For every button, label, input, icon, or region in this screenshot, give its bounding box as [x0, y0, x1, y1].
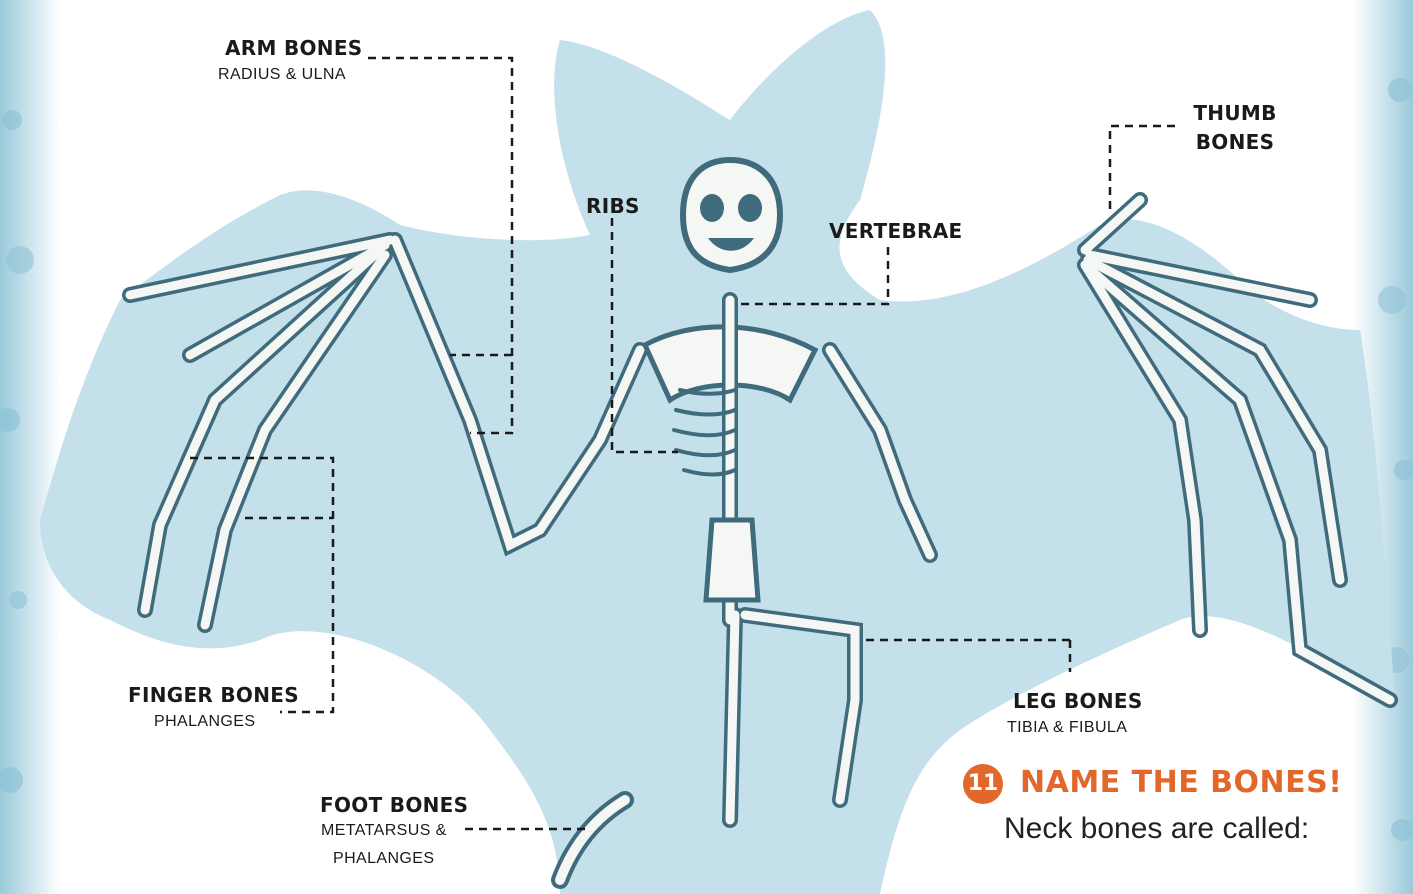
arm-bones-label: ARM BONES: [225, 36, 363, 60]
thumb-bones-label-line1: THUMB: [1175, 101, 1295, 125]
quiz-number-badge: 11: [963, 764, 1003, 804]
foot-bones-sublabel-line2: PHALANGES: [333, 850, 434, 868]
vertebrae-label: VERTEBRAE: [829, 219, 962, 243]
foot-bones-sublabel-line1: METATARSUS &: [321, 822, 447, 840]
skull: [683, 160, 780, 270]
thumb-bones-label-line2: BONES: [1175, 130, 1295, 154]
leg-bones-label: LEG BONES: [1013, 689, 1143, 713]
foot-bones-label: FOOT BONES: [320, 793, 468, 817]
quiz-title: NAME THE BONES!: [1020, 765, 1342, 800]
finger-bones-label: FINGER BONES: [128, 683, 299, 707]
quiz-question: Neck bones are called:: [1004, 812, 1309, 846]
left-border-texture: [0, 0, 60, 894]
leg-bones-sublabel: TIBIA & FIBULA: [1007, 719, 1127, 737]
arm-bones-sublabel: RADIUS & ULNA: [218, 66, 346, 84]
finger-bones-sublabel: PHALANGES: [154, 713, 255, 731]
ribs-label: RIBS: [586, 194, 640, 218]
